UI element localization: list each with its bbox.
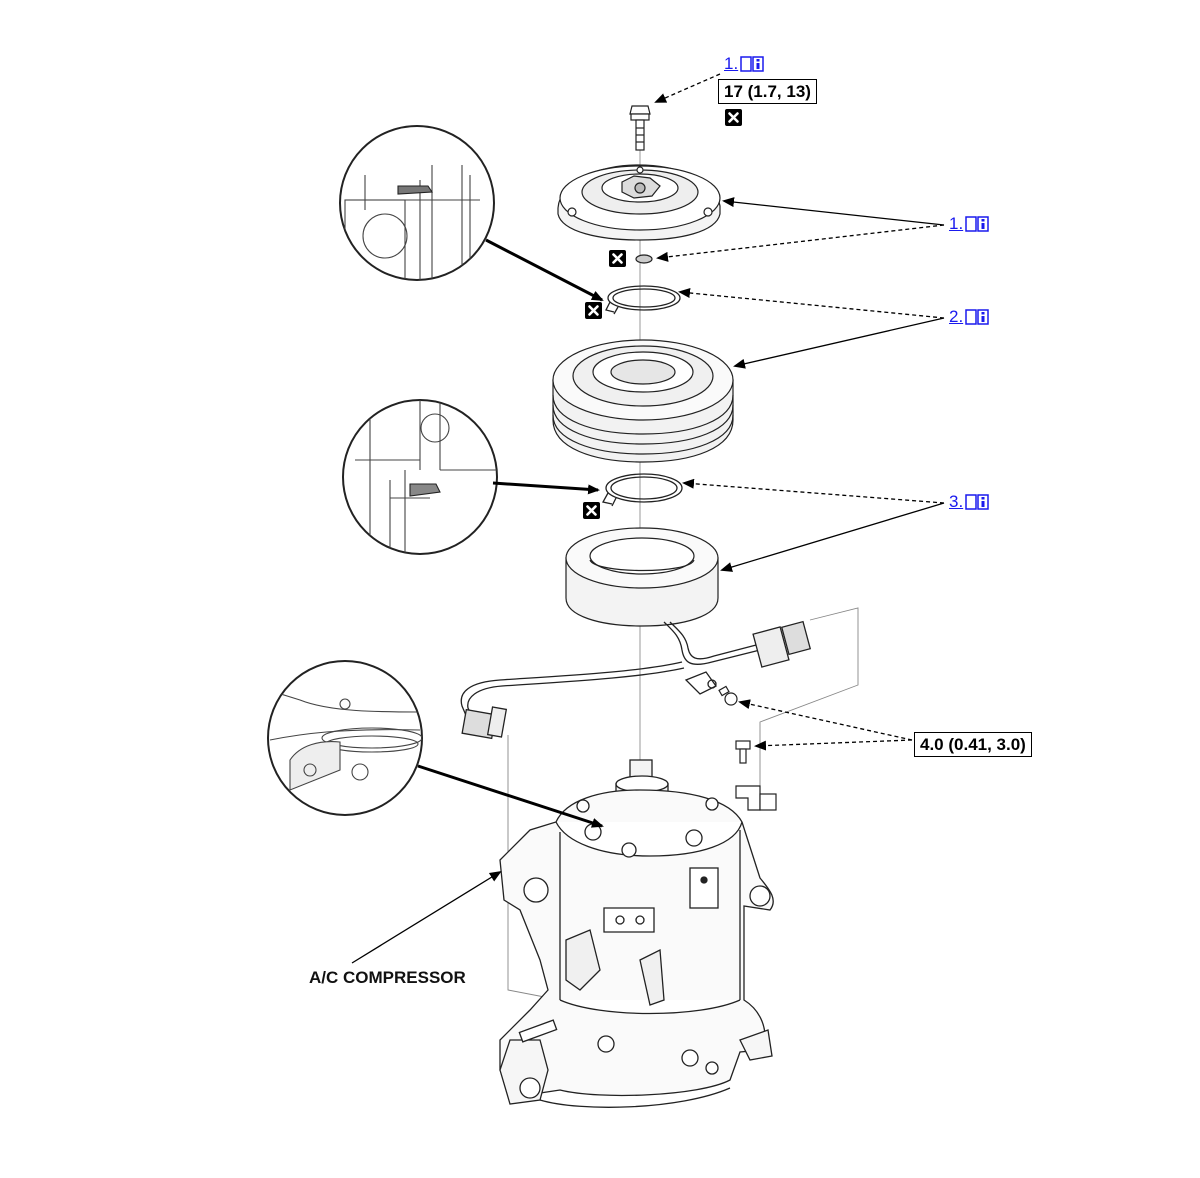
reference-link-field-coil[interactable]: 3. <box>949 492 990 510</box>
reference-number: 1. <box>724 53 739 73</box>
snap-ring-lower <box>602 473 683 507</box>
harness-bolt-lower <box>735 740 751 764</box>
service-manual-book-icon <box>965 309 989 325</box>
compressor-body <box>499 759 774 1108</box>
harness-bolt-upper <box>718 685 738 706</box>
reference-link-pressure-plate[interactable]: 1. <box>949 214 990 232</box>
wire-harness <box>460 620 812 740</box>
detail-arrow-compressor <box>417 764 604 828</box>
service-manual-book-icon <box>740 56 764 72</box>
replace-part-x-icon <box>725 109 742 126</box>
detail-arrow-lower <box>492 481 600 495</box>
leader-lines <box>351 73 945 964</box>
service-manual-book-icon <box>965 216 989 232</box>
reference-number: 3. <box>949 491 964 511</box>
detail-view-snap-ring-lower <box>342 399 498 555</box>
replace-part-x-icon <box>609 250 626 267</box>
service-manual-book-icon <box>965 494 989 510</box>
detail-view-snap-ring-upper <box>339 125 495 281</box>
reference-link-bolt[interactable]: 1. <box>724 54 765 72</box>
shim <box>635 254 653 264</box>
detail-view-compressor-seat <box>267 660 423 816</box>
pulley <box>552 339 734 463</box>
reference-link-pulley[interactable]: 2. <box>949 307 990 325</box>
torque-spec-center-bolt: 17 (1.7, 13) <box>718 79 817 104</box>
torque-spec-harness-bolts: 4.0 (0.41, 3.0) <box>914 732 1032 757</box>
reference-number: 2. <box>949 306 964 326</box>
pressure-plate <box>557 164 721 241</box>
snap-ring-upper <box>605 285 681 315</box>
compressor-label: A/C COMPRESSOR <box>309 968 466 987</box>
detail-arrow-upper <box>485 238 604 302</box>
reference-number: 1. <box>949 213 964 233</box>
field-coil <box>565 527 719 627</box>
harness-bracket <box>735 785 777 811</box>
replace-part-x-icon <box>583 502 600 519</box>
replace-part-x-icon <box>585 302 602 319</box>
center-bolt <box>629 105 651 151</box>
